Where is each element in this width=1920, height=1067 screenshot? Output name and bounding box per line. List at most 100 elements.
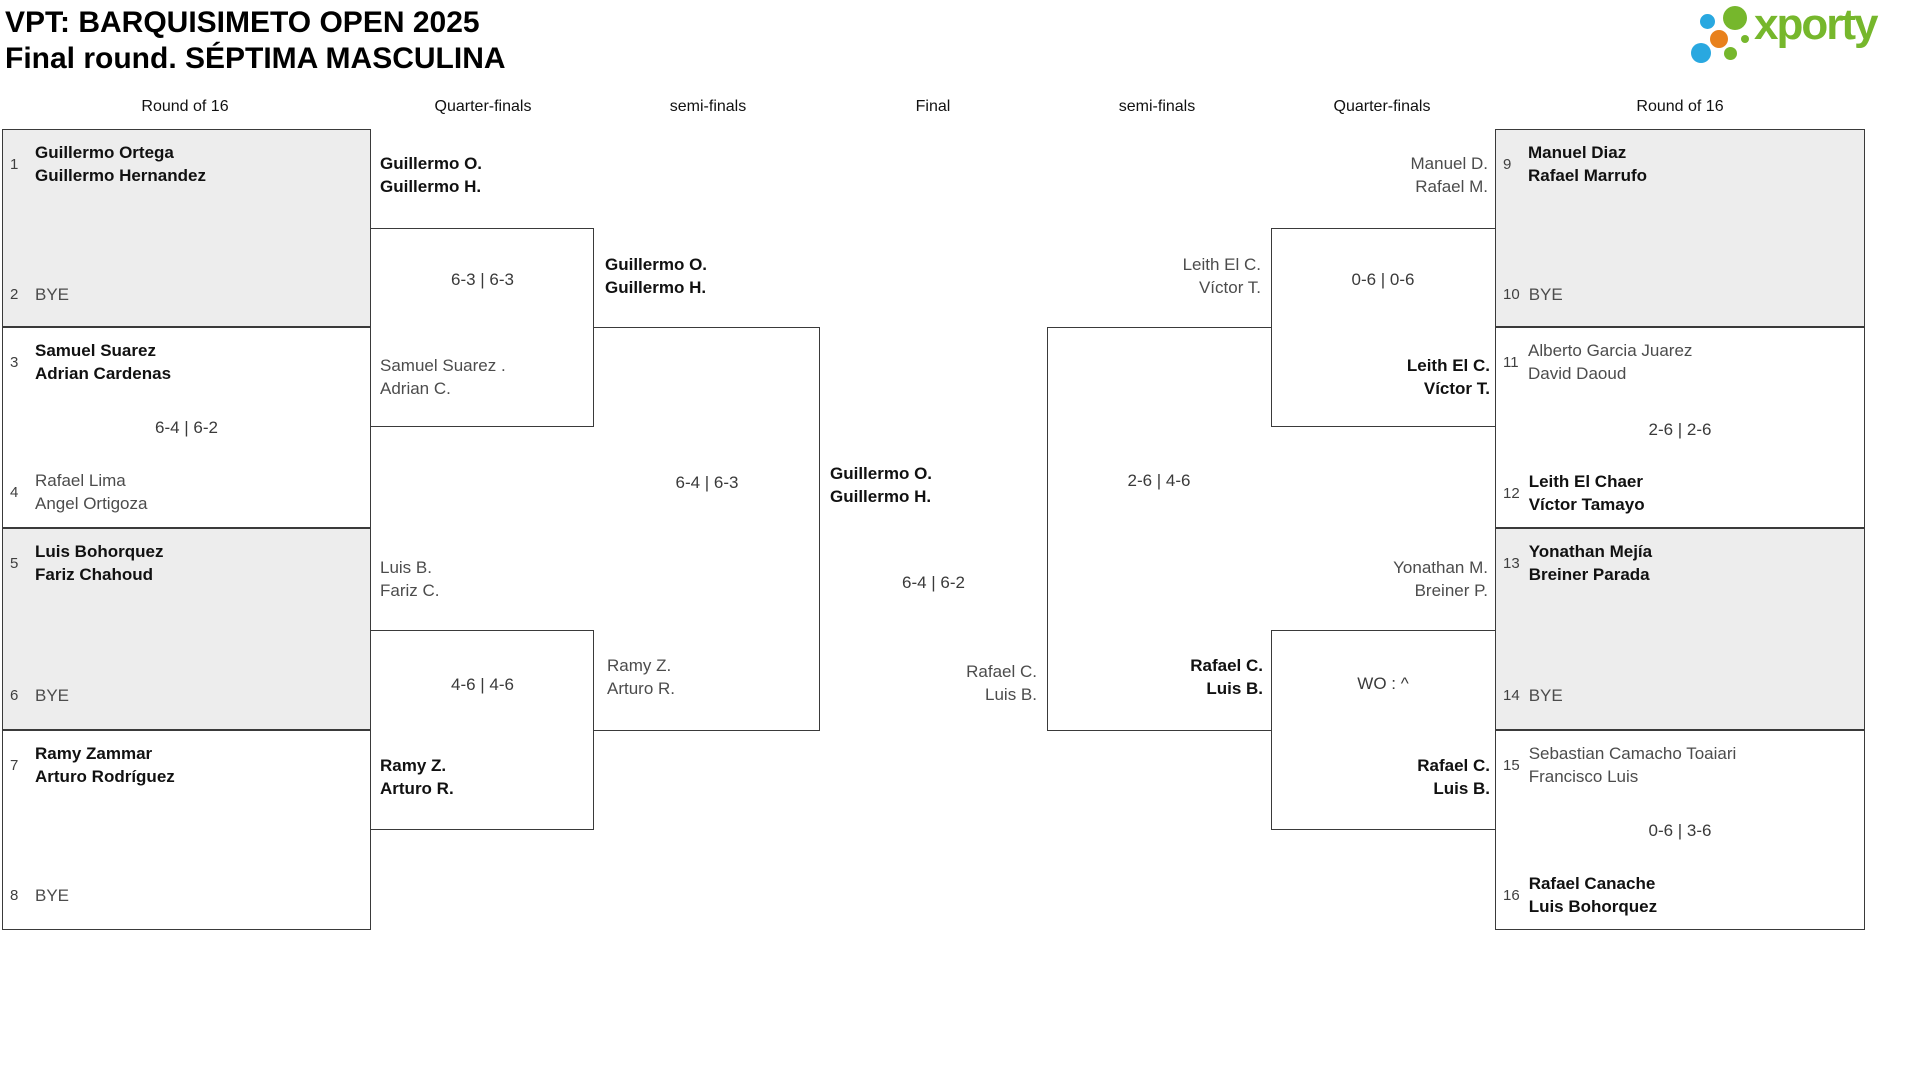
sf-connector-right	[1047, 327, 1271, 731]
player-name: Sebastian Camacho Toaiari	[1528, 744, 1737, 763]
r16-entry-9: 9 Manuel Diaz Rafael Marrufo	[1503, 141, 1647, 187]
r16-match-box-5-6	[2, 528, 371, 730]
player-name: Rafael Canache	[1528, 874, 1656, 893]
qf-team-label-winner: Leith El C. Víctor T.	[1407, 354, 1490, 400]
r16-entry-14: 14 BYE	[1503, 684, 1563, 707]
xporty-logo[interactable]: xporty	[1688, 0, 1916, 68]
final-score: 6-4 | 6-2	[901, 573, 965, 592]
seed-number: 3	[10, 353, 19, 371]
seed-number: 10	[1503, 286, 1520, 303]
seed-number: 6	[10, 687, 19, 704]
seed-number: 16	[1503, 886, 1520, 904]
column-header-semi-finals-left: semi-finals	[669, 98, 747, 115]
column-header-semi-finals-right: semi-finals	[1118, 98, 1196, 115]
player-name: Luis B.	[1206, 679, 1263, 698]
player-name: Luis Bohorquez	[1528, 897, 1658, 916]
r16-entry-7: 7 Ramy Zammar Arturo Rodríguez	[10, 742, 175, 788]
player-name: Rafael C.	[966, 662, 1037, 681]
column-header-round-of-16-right: Round of 16	[1636, 98, 1724, 115]
player-name: Leith El Chaer	[1528, 472, 1643, 491]
sf-team-label-winner: Rafael C. Luis B.	[1190, 654, 1263, 700]
column-header-final: Final	[915, 98, 951, 115]
bye-label: BYE	[35, 285, 70, 304]
player-name: Guillermo H.	[605, 278, 707, 297]
player-name: Guillermo H.	[830, 487, 932, 506]
player-name: Arturo R.	[607, 679, 676, 698]
seed-number: 5	[10, 554, 19, 572]
qf-team-label-winner: Ramy Z. Arturo R.	[380, 754, 454, 800]
bye-label: BYE	[1528, 686, 1563, 705]
r16-match-box-9-10	[1495, 129, 1865, 327]
match-score: 0-6 | 3-6	[1648, 821, 1712, 840]
match-score: 4-6 | 4-6	[450, 675, 514, 694]
logo-text: xporty	[1754, 0, 1878, 49]
r16-entry-1: 1 Guillermo Ortega Guillermo Hernandez	[10, 141, 206, 187]
r16-entry-3: 3 Samuel Suarez Adrian Cardenas	[10, 339, 171, 385]
seed-number: 12	[1503, 484, 1520, 502]
seed-number: 4	[10, 483, 19, 501]
r16-entry-2: 2 BYE	[10, 283, 69, 306]
sf-team-label-winner: Guillermo O. Guillermo H.	[605, 253, 707, 299]
seed-number: 14	[1503, 687, 1520, 704]
player-name: Leith El C.	[1182, 255, 1261, 274]
player-name: Guillermo O.	[380, 154, 483, 173]
player-name: Rafael Marrufo	[1528, 166, 1648, 185]
player-name: Leith El C.	[1406, 356, 1490, 375]
player-name: Luis B.	[380, 558, 432, 577]
player-name: Guillermo O.	[605, 255, 708, 274]
logo-dot-green-small	[1724, 47, 1737, 60]
bye-label: BYE	[35, 886, 70, 905]
qf-team-label: Manuel D. Rafael M.	[1411, 152, 1488, 198]
walkover-score: WO : ^	[1357, 674, 1409, 693]
logo-dot-green-large	[1723, 6, 1747, 30]
r16-match-box-11-12	[1495, 327, 1865, 528]
player-name: Angel Ortigoza	[35, 494, 148, 513]
r16-entry-16: 16 Rafael Canache Luis Bohorquez	[1503, 872, 1657, 918]
r16-entry-13: 13 Yonathan Mejía Breiner Parada	[1503, 540, 1652, 586]
player-name: Francisco Luis	[1528, 767, 1639, 786]
player-name: Yonathan Mejía	[1528, 542, 1653, 561]
final-winner-label: Guillermo O. Guillermo H.	[830, 462, 932, 508]
seed-number: 15	[1503, 756, 1520, 774]
player-name: Adrian Cardenas	[35, 364, 172, 383]
sf-team-label: Ramy Z. Arturo R.	[607, 654, 675, 700]
match-score: 2-6 | 4-6	[1127, 471, 1191, 490]
seed-number: 8	[10, 887, 19, 904]
match-score: 6-4 | 6-3	[675, 473, 739, 492]
sf-connector-left	[594, 327, 820, 731]
r16-entry-5: 5 Luis Bohorquez Fariz Chahoud	[10, 540, 163, 586]
column-header-quarter-finals-left: Quarter-finals	[434, 98, 532, 115]
player-name: Guillermo Hernandez	[35, 166, 206, 185]
match-score: 6-4 | 6-2	[154, 418, 218, 437]
tournament-name: VPT: BARQUISIMETO OPEN 2025	[5, 6, 480, 39]
player-name: David Daoud	[1528, 364, 1627, 383]
player-name: Fariz C.	[380, 581, 440, 600]
logo-dot-orange	[1710, 30, 1728, 48]
r16-entry-15: 15 Sebastian Camacho Toaiari Francisco L…	[1503, 742, 1736, 788]
r16-match-box-15-16	[1495, 730, 1865, 930]
player-name: Breiner P.	[1414, 581, 1488, 600]
round-category: Final round. SÉPTIMA MASCULINA	[5, 42, 506, 75]
qf-connector-left-top	[371, 228, 594, 427]
player-name: Alberto Garcia Juarez	[1528, 341, 1693, 360]
seed-number: 2	[10, 286, 19, 303]
seed-number: 1	[10, 155, 19, 173]
player-name: Rafael C.	[1417, 756, 1490, 775]
player-name: Arturo Rodríguez	[35, 767, 175, 786]
match-score: 6-3 | 6-3	[450, 270, 514, 289]
seed-number: 11	[1503, 353, 1519, 371]
match-score: 2-6 | 2-6	[1648, 420, 1712, 439]
player-name: Manuel Diaz	[1528, 143, 1627, 162]
qf-team-label: Samuel Suarez . Adrian C.	[380, 354, 506, 400]
column-header-round-of-16-left: Round of 16	[141, 98, 229, 115]
player-name: Luis Bohorquez	[35, 542, 164, 561]
r16-entry-8: 8 BYE	[10, 884, 69, 907]
player-name: Ramy Z.	[607, 656, 672, 675]
player-name: Luis B.	[985, 685, 1037, 704]
player-name: Víctor T.	[1198, 278, 1261, 297]
r16-entry-10: 10 BYE	[1503, 283, 1563, 306]
qf-connector-left-bottom	[371, 630, 594, 830]
r16-entry-11: 11 Alberto Garcia Juarez David Daoud	[1503, 339, 1692, 385]
player-name: Rafael Lima	[35, 471, 126, 490]
page-title: VPT: BARQUISIMETO OPEN 2025 Final round.…	[5, 5, 506, 77]
